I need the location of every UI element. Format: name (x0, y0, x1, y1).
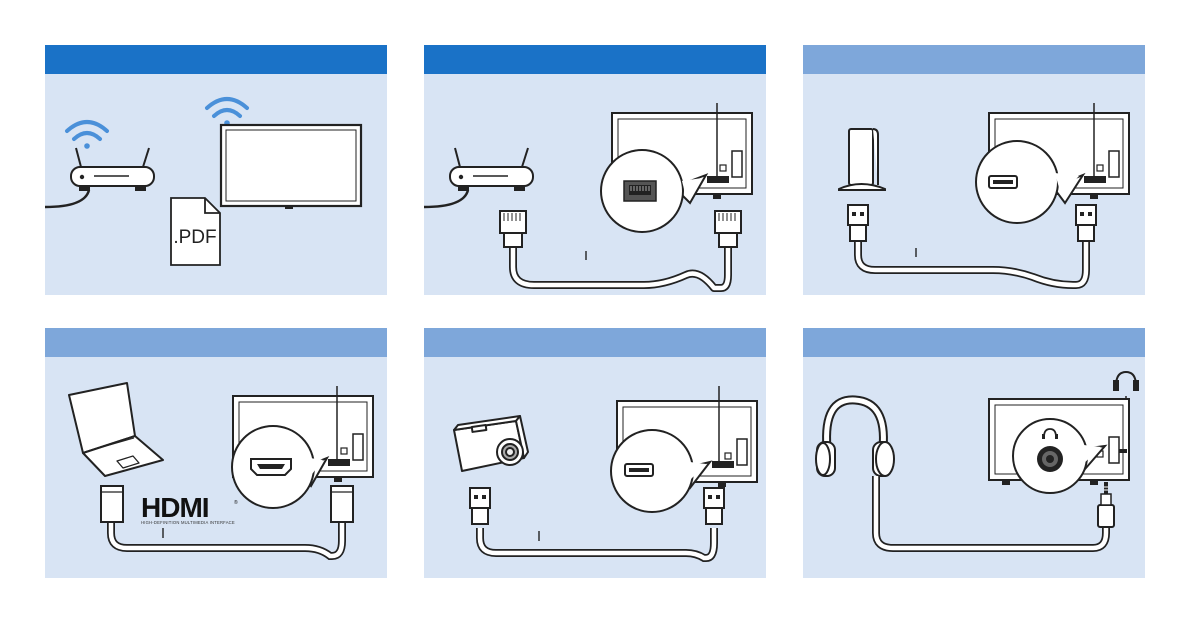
pdf-label: .PDF (173, 227, 216, 248)
headphone-illustration (803, 328, 1145, 578)
usb-storage-illustration (803, 45, 1145, 295)
laptop-icon (69, 383, 163, 476)
tv-icon (221, 125, 361, 209)
usb-port (1084, 176, 1106, 183)
router-icon (450, 148, 533, 190)
usb-port (712, 461, 734, 468)
panel-usb-storage-connection (803, 45, 1145, 295)
wifi-icon (207, 99, 247, 126)
hdmi-illustration: HDMI ® HIGH-DEFINITION MULTIMEDIA INTERF… (45, 328, 387, 578)
hdmi-port (328, 459, 350, 466)
panel-hdmi-connection: HDMI ® HIGH-DEFINITION MULTIMEDIA INTERF… (45, 328, 387, 578)
panel-wireless-network: .PDF (45, 45, 387, 295)
ethernet-illustration (424, 45, 766, 295)
camera-usb-illustration (424, 328, 766, 578)
usb-cable-icon (470, 488, 724, 558)
audio-cable-icon (876, 476, 1114, 548)
svg-text:HDMI: HDMI (141, 492, 209, 523)
panel-ethernet-connection (424, 45, 766, 295)
usb-cable-icon (848, 205, 1096, 285)
wifi-icon (67, 122, 107, 149)
svg-text:®: ® (234, 499, 238, 506)
ethernet-port (707, 176, 729, 183)
pdf-document-icon: .PDF (171, 198, 220, 265)
headphones-icon (816, 400, 894, 476)
power-cable (45, 190, 89, 207)
camera-icon (454, 416, 528, 471)
headphone-symbol-icon (1114, 372, 1138, 390)
svg-text:HIGH-DEFINITION MULTIMEDIA INT: HIGH-DEFINITION MULTIMEDIA INTERFACE (141, 520, 235, 525)
panel-camera-usb-connection (424, 328, 766, 578)
wireless-network-illustration: .PDF (45, 45, 387, 295)
router-icon (71, 148, 154, 190)
usb-drive-icon (839, 129, 885, 190)
hdmi-logo: HDMI ® HIGH-DEFINITION MULTIMEDIA INTERF… (141, 492, 238, 525)
power-cable (424, 190, 468, 207)
panel-headphone-connection (803, 328, 1145, 578)
